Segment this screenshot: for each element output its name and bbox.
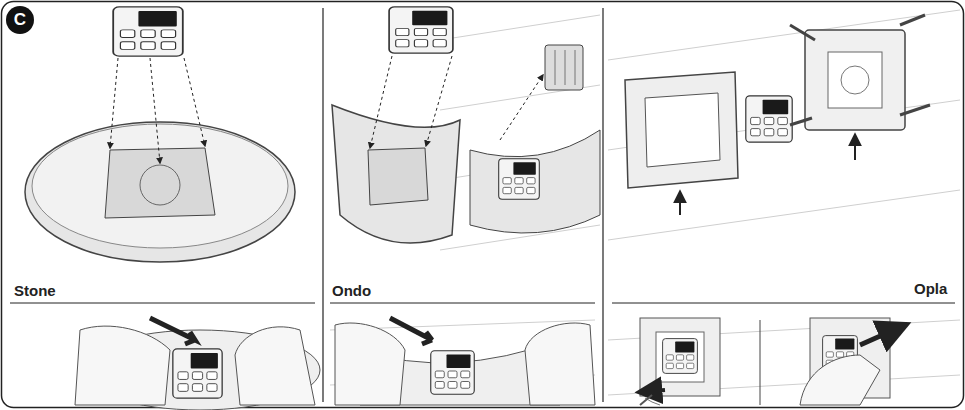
model-name: Ondo	[330, 282, 373, 299]
badge-letter: C	[14, 10, 26, 30]
model-name: Opla	[912, 280, 949, 297]
section-badge: C	[6, 6, 34, 34]
model-name: Stone	[12, 282, 58, 299]
